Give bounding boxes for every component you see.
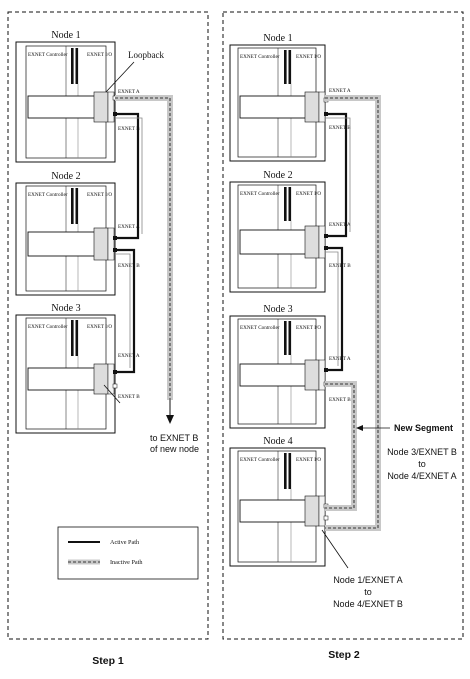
io-module-bar xyxy=(288,321,292,355)
port-a-label: EXNET A xyxy=(329,222,351,228)
step2-active-cables xyxy=(325,112,351,372)
controller-label: EXNET Controller xyxy=(240,325,280,331)
io-label: EXNET I/O xyxy=(296,54,321,60)
new-segment-arrowhead xyxy=(356,425,363,431)
io-module-bar xyxy=(75,320,79,356)
step1-panel xyxy=(7,11,209,640)
io-module-bar xyxy=(71,48,74,84)
step2-node-1: Node 1 EXNET Controller EXNET I/O EXNET … xyxy=(229,33,351,162)
controller-label: EXNET Controller xyxy=(240,191,280,197)
io-module-bar xyxy=(284,187,287,221)
conn2-line3: Node 4/EXNET B xyxy=(333,599,403,609)
node3-port-b-pointer xyxy=(103,384,121,404)
loopback-pointer xyxy=(105,61,135,93)
node-title: Node 3 xyxy=(263,304,292,315)
controller-label: EXNET Controller xyxy=(240,54,280,60)
conn2-line2: to xyxy=(364,587,372,597)
io-module-bar xyxy=(288,187,292,221)
node-title: Node 4 xyxy=(263,436,292,447)
controller-label: EXNET Controller xyxy=(28,324,68,330)
step1-active-cables xyxy=(115,112,174,424)
io-module-bar xyxy=(71,320,74,356)
step1-node-1: Node 1 EXNET Controller EXNET I/O EXNET … xyxy=(15,30,140,163)
io-module-bar xyxy=(288,453,292,489)
node-title: Node 2 xyxy=(51,171,80,182)
node-title: Node 1 xyxy=(263,33,292,44)
step1-inactive-cable xyxy=(115,95,173,400)
io-module-bar xyxy=(75,188,79,224)
step2-inactive-cables xyxy=(325,95,381,531)
controller-label: EXNET Controller xyxy=(28,52,68,58)
loopback-label: Loopback xyxy=(128,50,164,60)
of-new-node-label: of new node xyxy=(150,444,199,454)
io-label: EXNET I/O xyxy=(296,325,321,331)
legend-active-label: Active Path xyxy=(110,539,140,546)
port-b-label: EXNET B xyxy=(329,397,351,403)
io-module-bar xyxy=(288,50,292,84)
io-label: EXNET I/O xyxy=(87,324,112,330)
port-a-label: EXNET A xyxy=(118,224,140,230)
step2-node-3: Node 3 EXNET Controller EXNET I/O EXNET … xyxy=(229,304,351,429)
port-b-label: EXNET B xyxy=(118,394,140,400)
io-label: EXNET I/O xyxy=(296,191,321,197)
io-module-bar xyxy=(284,321,287,355)
node-title: Node 1 xyxy=(51,30,80,41)
io-label: EXNET I/O xyxy=(296,457,321,463)
step2-node-2: Node 2 EXNET Controller EXNET I/O EXNET … xyxy=(229,170,351,293)
step2-panel xyxy=(222,11,464,640)
legend-inactive-label: Inactive Path xyxy=(110,559,143,566)
io-module-bar xyxy=(284,50,287,84)
step2-label: Step 2 xyxy=(328,649,360,661)
port-a-label: EXNET A xyxy=(329,88,351,94)
conn2-line1: Node 1/EXNET A xyxy=(333,575,402,585)
io-label: EXNET I/O xyxy=(87,192,112,198)
step1-node-2: Node 2 EXNET Controller EXNET I/O EXNET … xyxy=(15,171,140,296)
to-exnet-b-label: to EXNET B xyxy=(150,433,198,443)
controller-label: EXNET Controller xyxy=(28,192,68,198)
io-module-bar xyxy=(75,48,79,84)
port-a-label: EXNET A xyxy=(329,356,351,362)
port-a-label: EXNET A xyxy=(118,89,140,95)
port-b-label: EXNET B xyxy=(329,125,351,131)
port-a-label: EXNET A xyxy=(118,353,140,359)
io-module-bar xyxy=(284,453,287,489)
new-segment-label: New Segment xyxy=(394,423,453,433)
port-b-label: EXNET B xyxy=(329,263,351,269)
conn1-line1: Node 3/EXNET B xyxy=(387,447,457,457)
legend: Active Path Inactive Path xyxy=(57,526,199,580)
node-title: Node 3 xyxy=(51,303,80,314)
step2-node-4: Node 4 EXNET Controller EXNET I/O xyxy=(229,436,329,567)
controller-label: EXNET Controller xyxy=(240,457,280,463)
io-module-bar xyxy=(71,188,74,224)
conn2-pointer xyxy=(321,529,349,569)
conn1-line3: Node 4/EXNET A xyxy=(387,471,456,481)
io-label: EXNET I/O xyxy=(87,52,112,58)
port-b-label: EXNET B xyxy=(118,263,140,269)
node-title: Node 2 xyxy=(263,170,292,181)
port-b-label: EXNET B xyxy=(118,126,140,132)
step1-label: Step 1 xyxy=(92,655,124,667)
step1-node-3: Node 3 EXNET Controller EXNET I/O EXNET … xyxy=(15,303,140,434)
conn1-line2: to xyxy=(418,459,426,469)
